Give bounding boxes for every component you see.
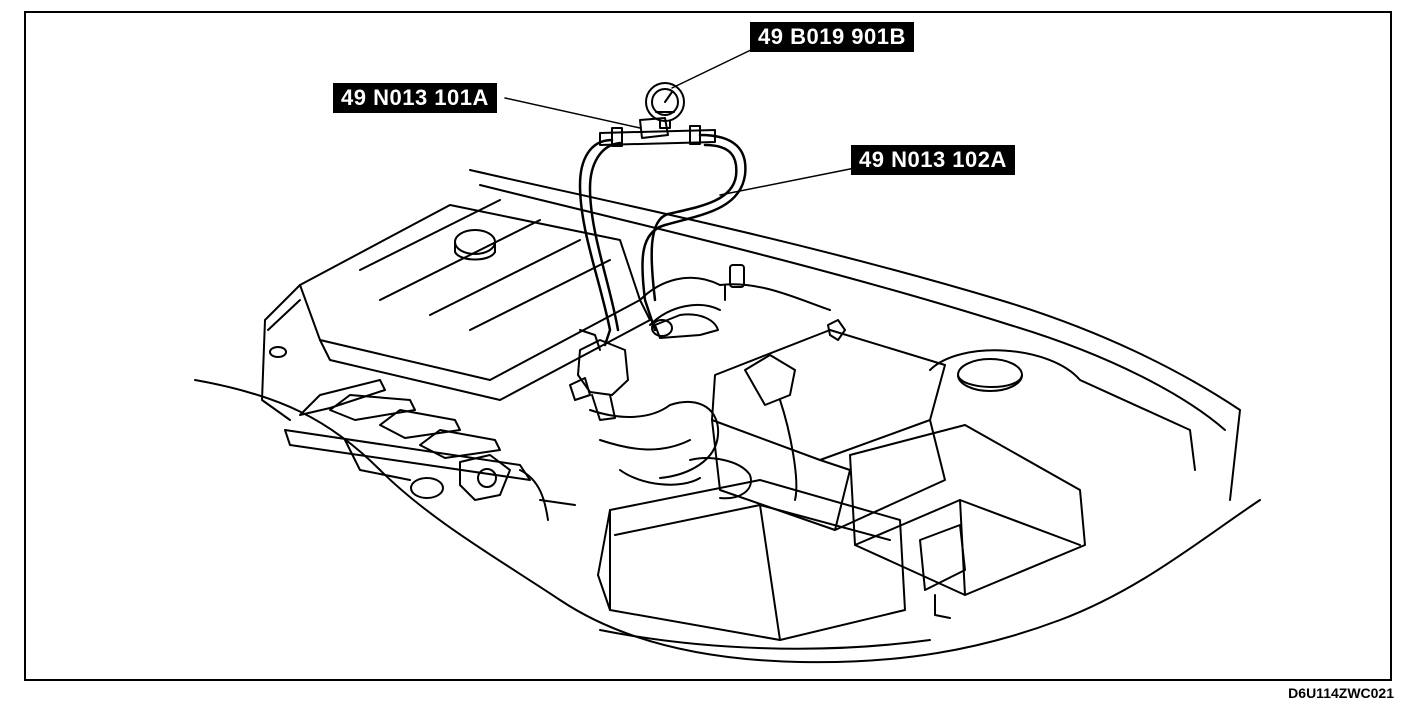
callout-hose-102a: 49 N013 102A bbox=[851, 145, 1015, 175]
brake-line bbox=[720, 265, 830, 310]
figure-code: D6U114ZWC021 bbox=[1288, 685, 1394, 701]
test-fitting bbox=[570, 330, 628, 420]
relay-block bbox=[850, 425, 1085, 618]
pressure-gauge bbox=[646, 83, 684, 128]
body-outline bbox=[195, 170, 1260, 662]
battery bbox=[712, 320, 945, 530]
hose-101a bbox=[580, 140, 620, 345]
air-cleaner bbox=[598, 480, 905, 640]
callout-pressure-gauge: 49 B019 901B bbox=[750, 22, 914, 52]
hose-102a bbox=[642, 135, 745, 338]
reservoir bbox=[930, 350, 1195, 470]
valve-cover bbox=[262, 200, 650, 420]
leader-lines bbox=[505, 48, 855, 195]
fuel-rail-injectors bbox=[285, 380, 575, 520]
figure-frame bbox=[24, 11, 1392, 681]
callout-hose-101a: 49 N013 101A bbox=[333, 83, 497, 113]
